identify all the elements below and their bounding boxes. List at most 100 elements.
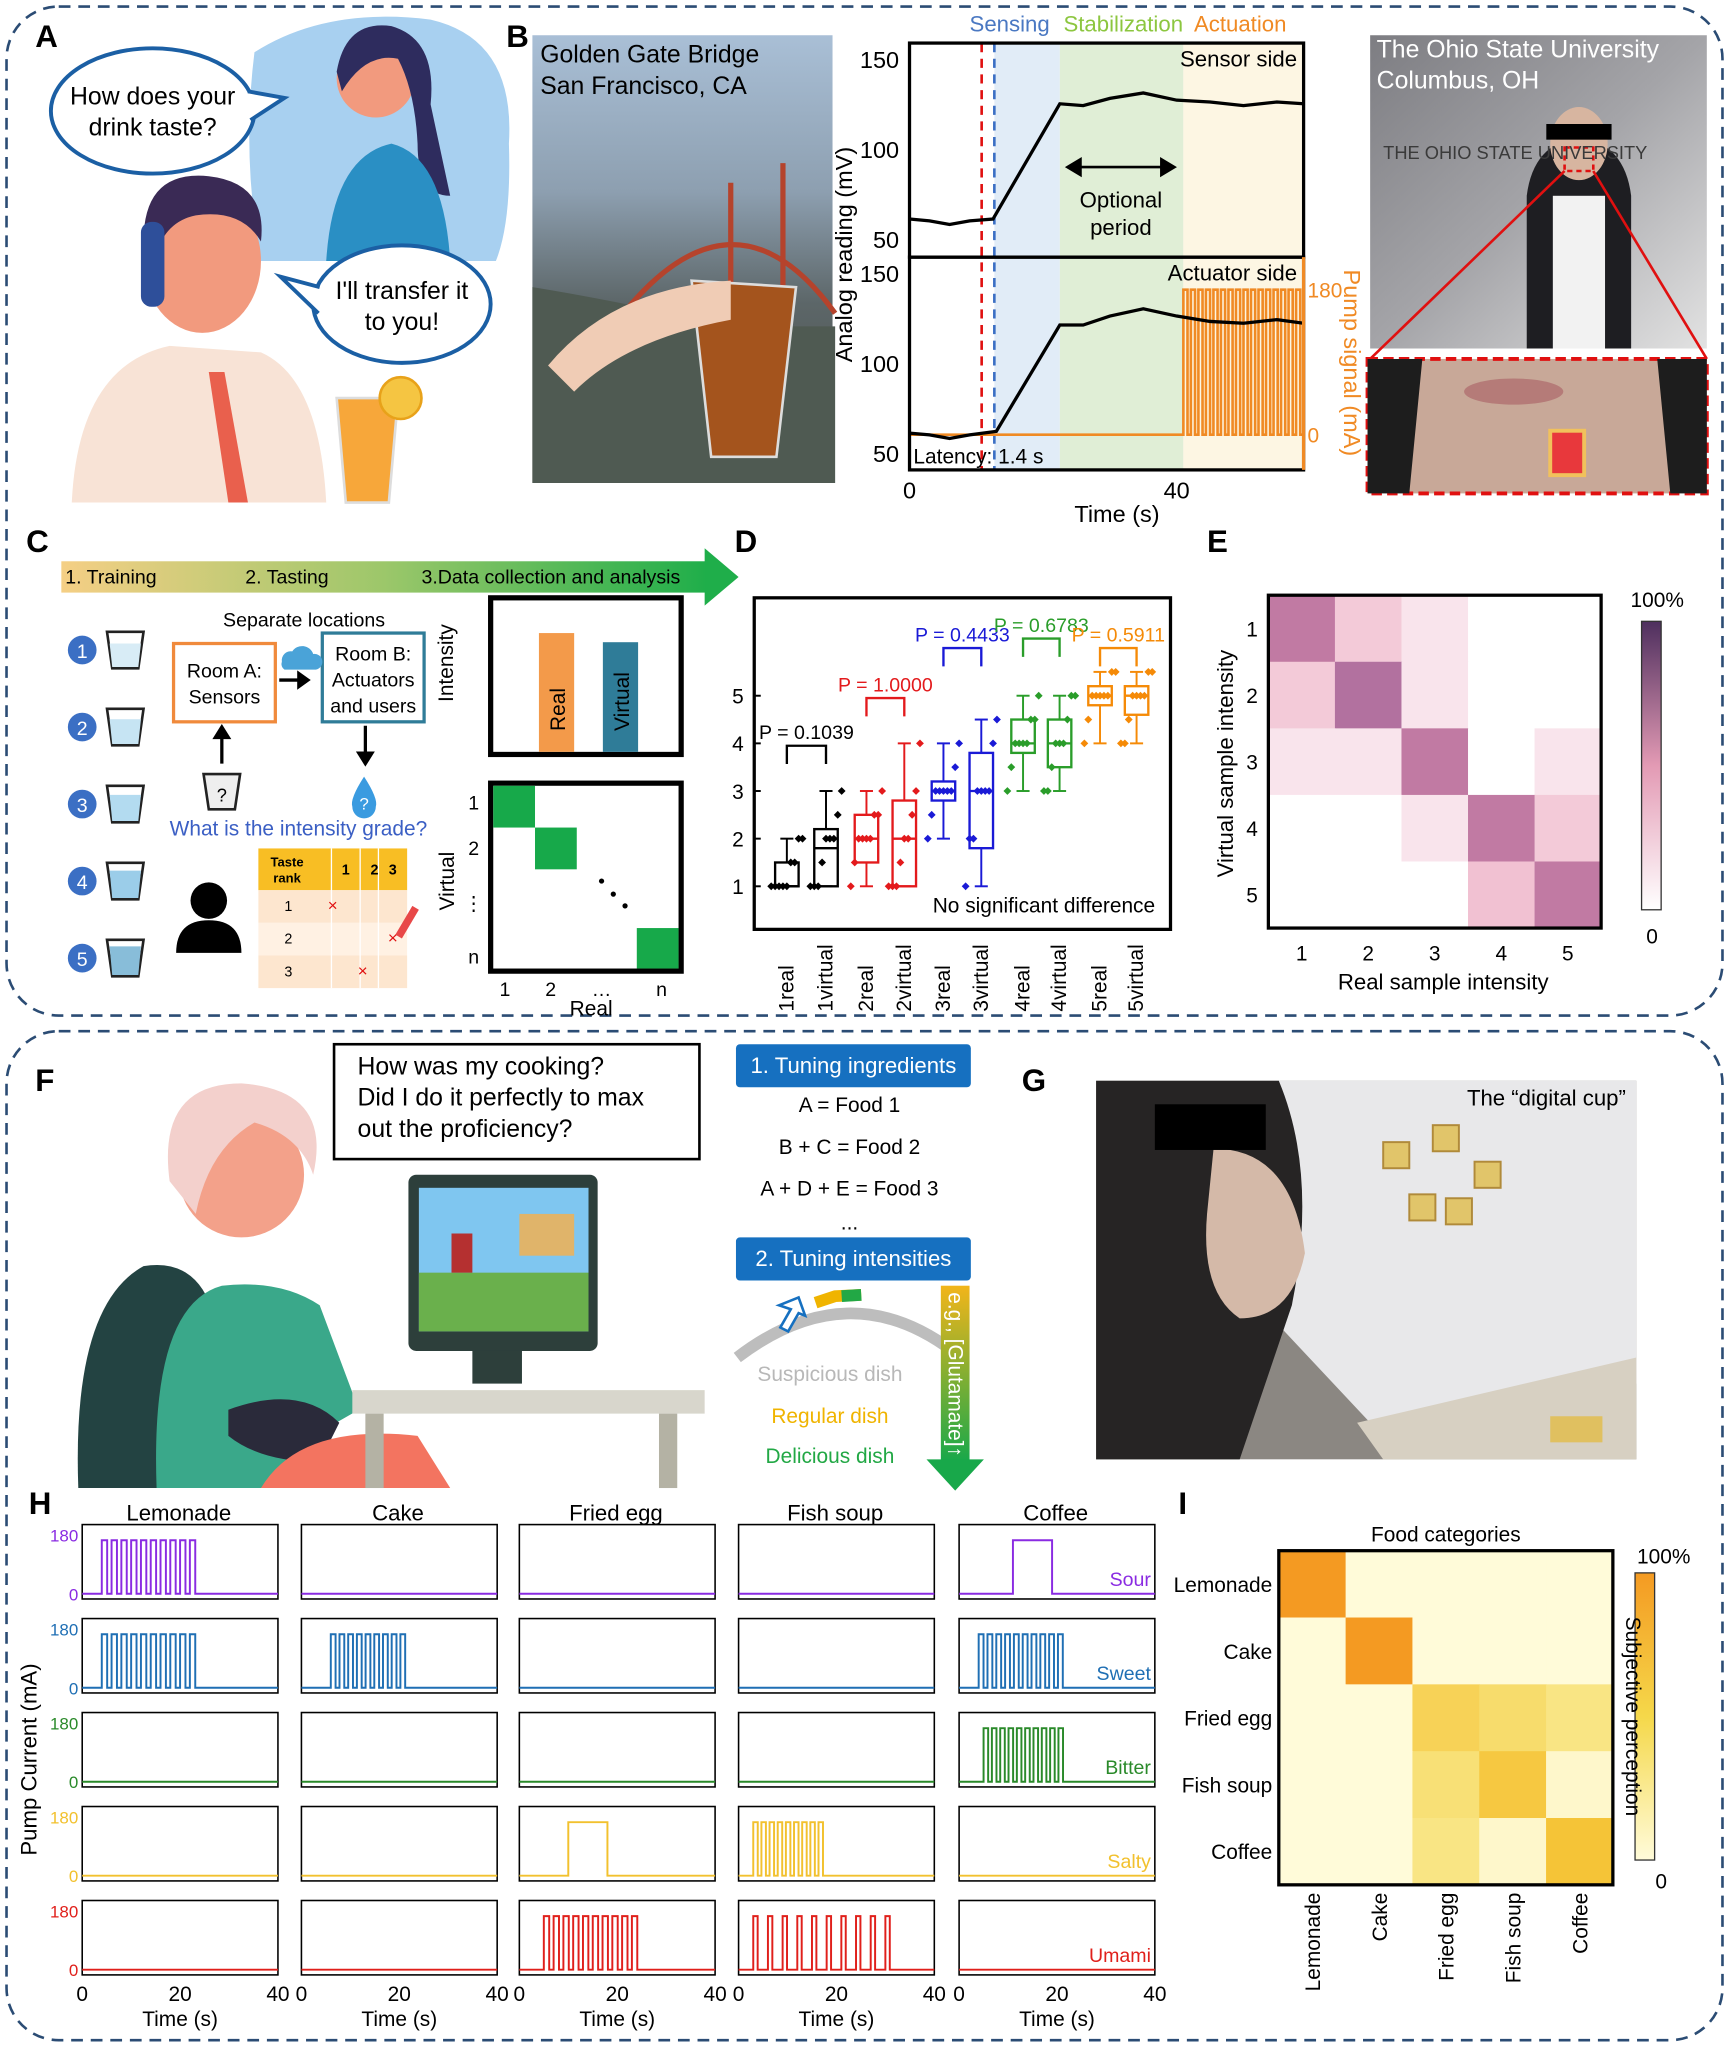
heatmap-cell [1412,1550,1480,1619]
man-shirt [71,345,327,503]
data-point [829,834,838,843]
data-point [912,787,920,795]
heatmap-cell [1401,861,1469,929]
data-point [1103,691,1112,700]
x-tick-label: 5 [1562,943,1574,966]
p-value-label: P = 0.4433 [915,625,1010,647]
person-hoodie [1552,195,1606,349]
data-point [1107,667,1116,676]
sample-number: 5 [77,949,88,971]
data-point [1003,787,1012,795]
equation: A = Food 1 [799,1094,901,1117]
heatmap-cell [1334,861,1403,929]
arrow-up-icon [212,723,232,764]
top-panel-frame [5,5,1724,1017]
p-value-label: P = 0.6783 [994,615,1089,637]
data-point [969,834,978,843]
equation: B + C = Food 2 [779,1136,921,1159]
drop-icon [351,776,377,819]
room-b-label: Room B: [335,643,411,665]
monitor-stand [472,1350,522,1384]
heatmap-cell [1534,861,1602,929]
subplot-axes [958,1805,1156,1882]
heatmap-cell [1268,861,1336,929]
matrix-cell [535,827,577,870]
hair-closeup [1367,358,1707,494]
mouth-device [1548,428,1587,478]
separate-locations-label: Separate locations [223,610,385,632]
food-column-title: Lemonade [126,1501,231,1526]
arrow-right-icon [279,670,311,690]
taste-chamber [1382,1141,1411,1170]
bubble-1-text: How does your [70,83,235,110]
data-point [1088,691,1097,700]
y-tick-label: 150 [860,261,899,287]
white-board [1272,1080,1637,1423]
data-point [818,858,827,867]
colorbar-max-label: 100% [1637,1546,1690,1569]
equation: ... [841,1212,858,1235]
y2-tick-label: 180 [1308,280,1343,303]
data-point [790,858,799,867]
heatmap-cell [1345,1818,1414,1886]
matrix-axes [488,780,684,974]
heatmap-cell [1468,728,1536,796]
room-a-box [171,641,277,724]
y2-axis-label: Pump signal (mA) [1339,270,1365,457]
subplot-axes [300,1711,498,1788]
x-tick-label: 20 [606,1983,629,2006]
colorbar [1640,620,1662,911]
heatmap-cell [1534,728,1602,796]
subplot-axes [958,1617,1156,1694]
heatmap-cell [1412,1684,1480,1752]
glutamate-label: e.g., [Glutamate]↑ [944,1292,967,1457]
zoom-source-box [1563,146,1595,173]
heatmap-axes [1277,1549,1615,1887]
taste-chamber [1444,1197,1473,1226]
person-icon-body [176,920,242,953]
panel-letter: B [506,19,529,54]
pencil-icon [395,905,419,939]
data-point [1007,763,1016,772]
subplot-axes [518,1711,716,1788]
data-point [1059,739,1068,748]
face-censor-bar [1154,1104,1266,1150]
sample-number-badge [67,712,97,742]
box [968,751,995,850]
cross-mark: × [328,896,338,915]
zoom-line [1592,170,1708,360]
data-point [916,739,924,748]
panel-letter: E [1207,524,1228,559]
x-tick-label: Fried egg [1436,1893,1459,1981]
sensor-side-line [909,91,1304,227]
speech-box [332,1042,701,1161]
heatmap-cell [1546,1684,1614,1752]
data-point [1120,739,1129,748]
x-tick-label: 2 [1362,943,1374,966]
heatmap-cell [1345,1617,1414,1685]
x-tick-label: 0 [903,478,916,504]
data-point [1144,667,1153,676]
sample-number: 3 [77,795,88,817]
x-axis-label: Time (s) [361,2008,437,2031]
cup-icon [105,630,146,670]
zoom-line [1369,170,1566,360]
heatmap-cell [1479,1550,1547,1619]
optional-period-label: Optional [1080,188,1163,213]
subplot-axes [958,1899,1156,1976]
data-point [878,787,887,795]
cup-icon [105,938,146,978]
pump-current-line [519,1821,716,1877]
x-tick-label: Coffee [1569,1893,1592,1954]
y-tick-label: 1 [1246,618,1258,641]
matrix-y-tick: ⋮ [464,893,484,915]
heatmap-cell [1412,1751,1480,1819]
data-point [874,810,883,819]
x-tick-label: 40 [923,1983,946,2006]
subplot-axes [300,1617,498,1694]
x-tick-label: 1 [1296,943,1308,966]
heatmap-cell [1268,794,1336,863]
bar-y-label: Intensity [435,624,458,702]
y-tick-label: 5 [732,686,744,709]
